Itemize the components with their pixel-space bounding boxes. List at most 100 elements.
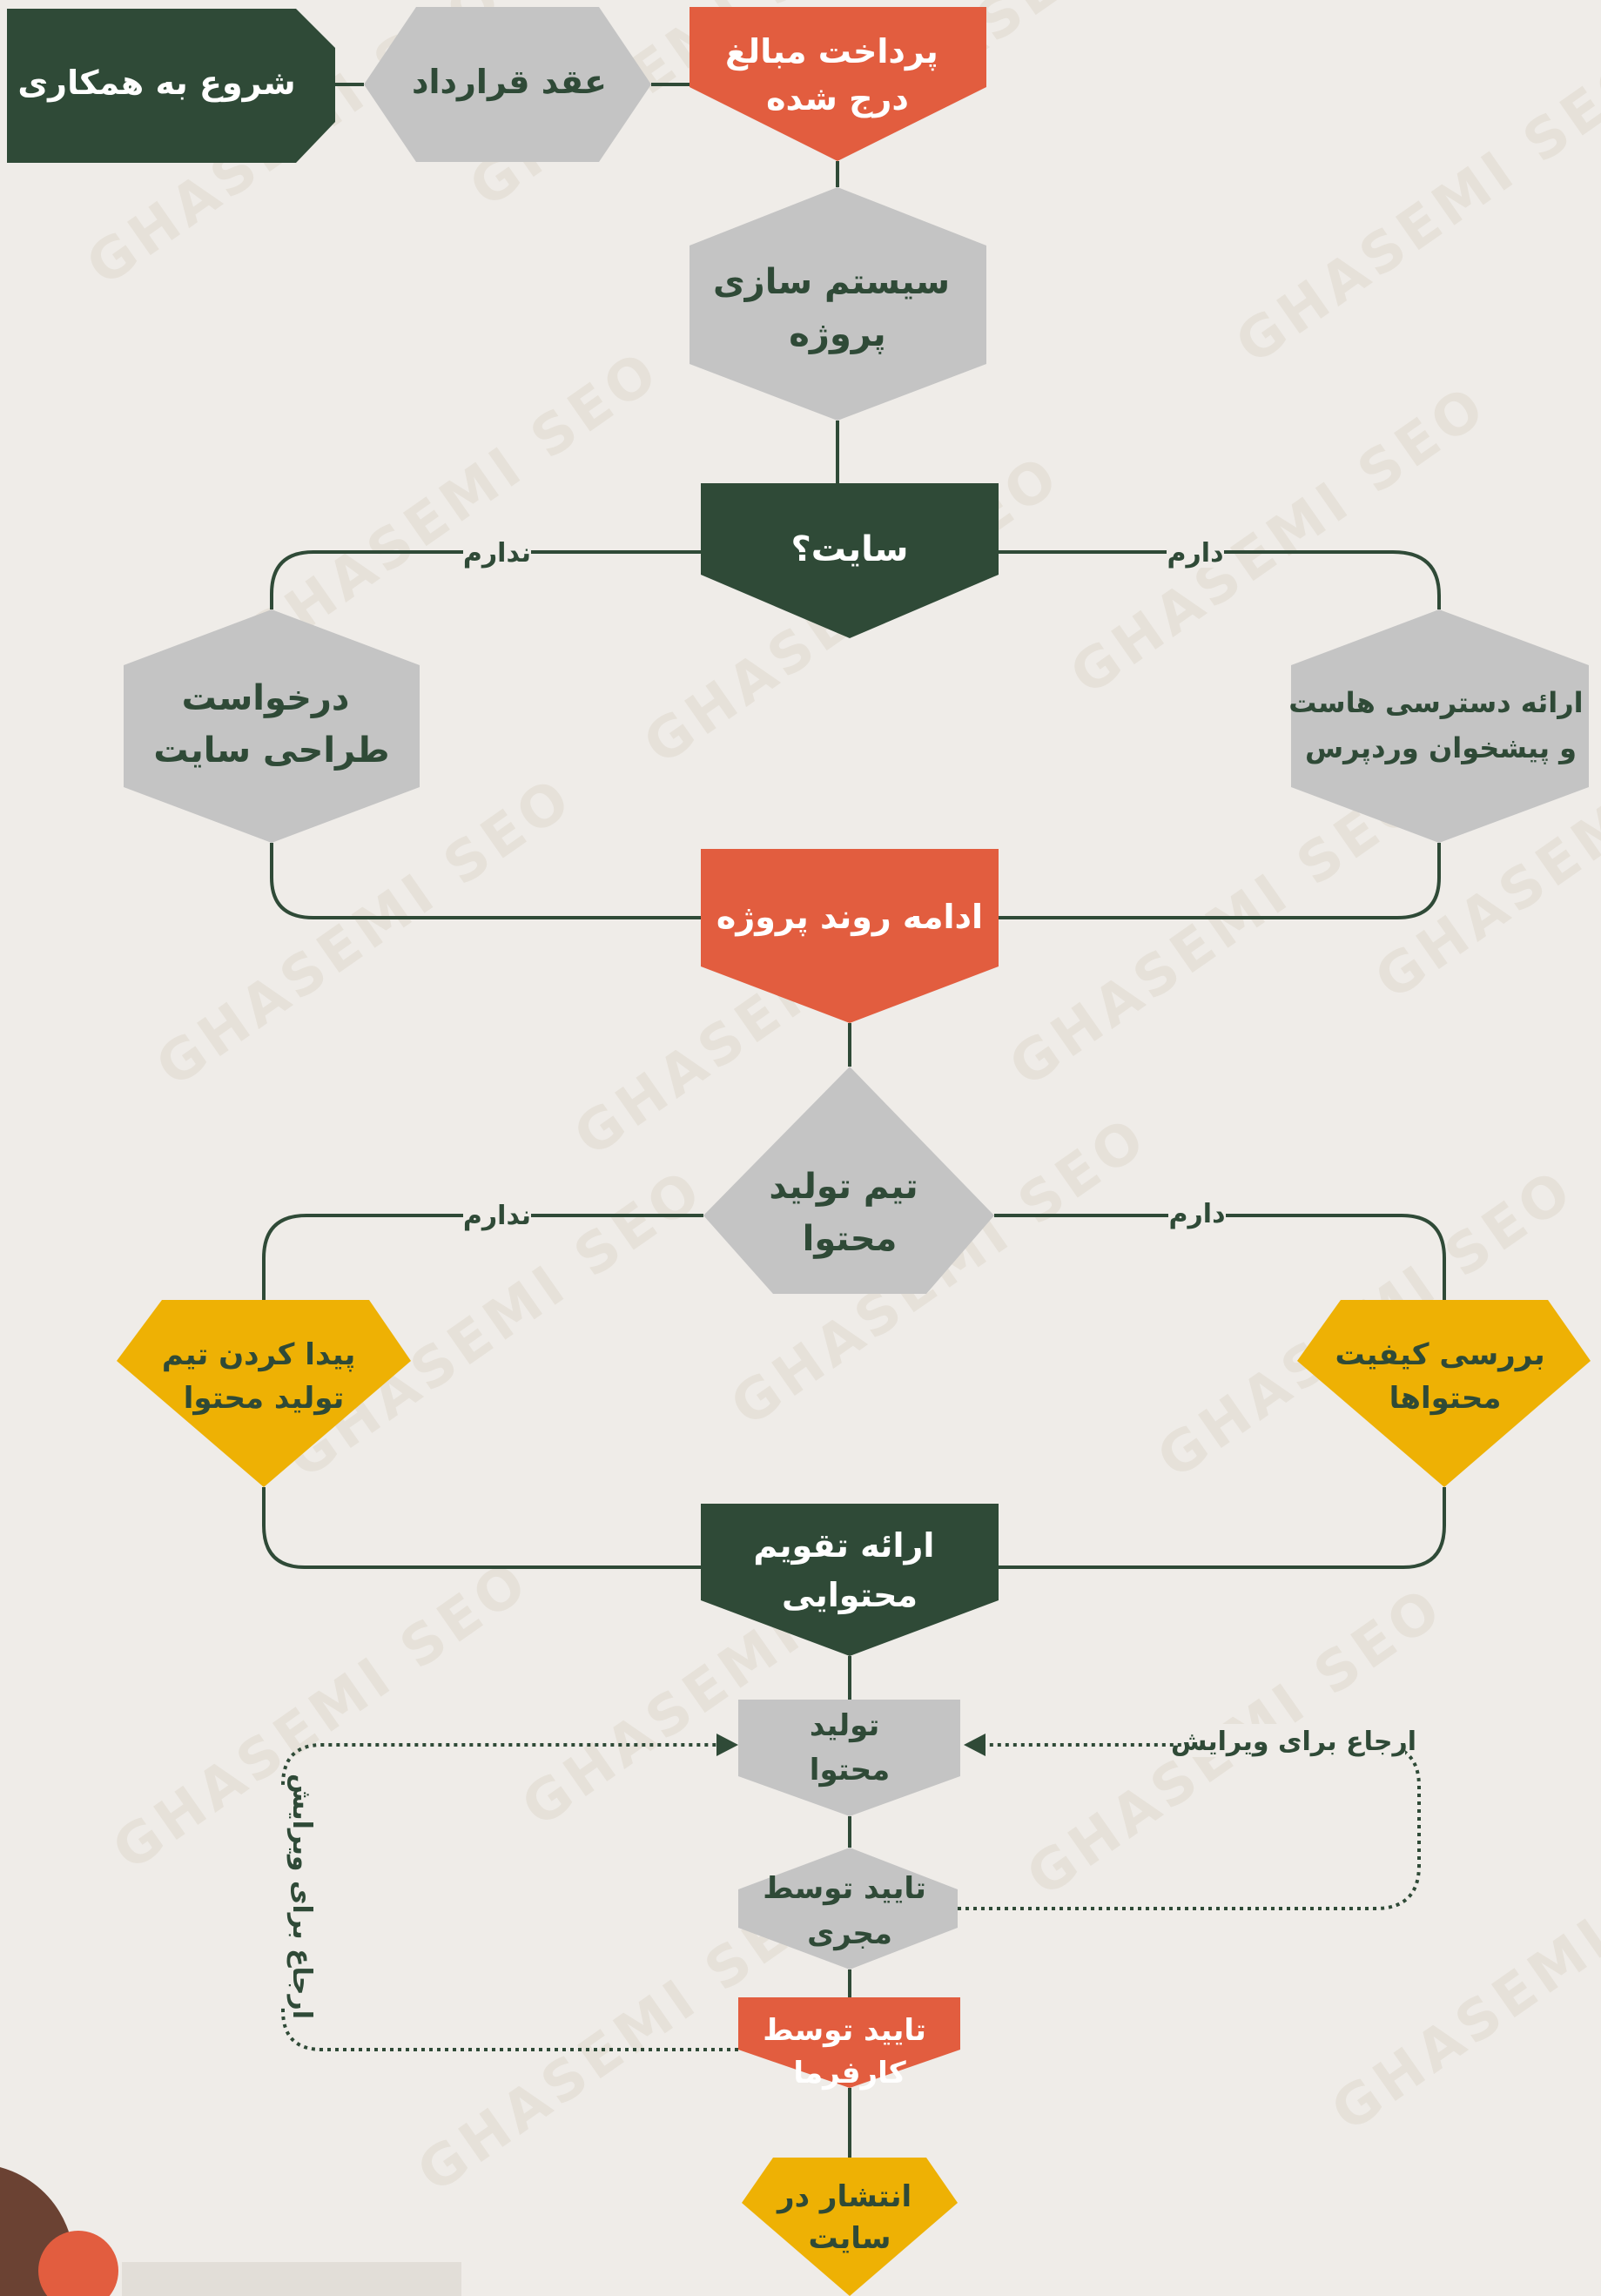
systemize-node-shape	[690, 187, 986, 421]
produce-content-node: تولید محتوا	[738, 1700, 960, 1816]
client-approval-node-line-1: تایید توسط	[763, 2013, 926, 2048]
quality-check-node-line-1: بررسی کیفیت	[1335, 1337, 1545, 1372]
request-design-node-line-2: طراحی سایت	[153, 731, 389, 771]
produce-content-node-shape	[738, 1700, 960, 1816]
edge-label-bg-return-right	[1182, 1724, 1405, 1757]
watermark-text: GHASEMI SEO	[1321, 1809, 1601, 2145]
edge-design-continue	[270, 843, 701, 919]
edge-team-yes	[994, 1214, 1446, 1300]
site-question-node-label: سایت؟	[791, 529, 909, 569]
start-node: شروع به همکاری	[7, 9, 335, 163]
payment-node-line-1: پرداخت مبالغ	[725, 32, 938, 71]
publish-node-line-1: انتشار در	[776, 2179, 911, 2214]
payment-node-line-2: درج شده	[766, 79, 909, 118]
edge-label-bg-site-yes	[1167, 536, 1224, 568]
edge-team-no	[262, 1214, 703, 1300]
request-design-node: درخواست طراحی سایت	[124, 609, 420, 843]
executor-approval-node-line-1: تایید توسط	[763, 1871, 926, 1906]
edge-return-left	[281, 1743, 738, 2051]
edge-label-bg-team-no	[463, 1200, 531, 1231]
site-question-node-shape	[701, 483, 999, 638]
payment-node-label: پرداخت مبالغ درج شده	[725, 32, 950, 118]
arrowhead-right-return	[964, 1734, 985, 1756]
watermark-text: GHASEMI SEO	[1225, 42, 1601, 377]
edge-site-no	[270, 550, 701, 609]
request-design-node-shape	[124, 609, 420, 843]
publish-node: انتشار در سایت	[742, 2158, 958, 2296]
edge-label-team-yes: دارم	[1169, 1199, 1226, 1229]
content-team-question-node-shape	[703, 1067, 994, 1294]
executor-approval-node-label: تایید توسط مجری	[763, 1871, 936, 1951]
edge-label-bg-return-left	[266, 1785, 299, 2008]
provide-access-node-shape	[1291, 609, 1589, 843]
edge-label-team-no: ندارم	[463, 1201, 531, 1231]
quality-check-node: بررسی کیفیت محتواها	[1297, 1300, 1591, 1487]
systemize-node-line-2: پروژه	[789, 314, 885, 354]
continue-project-node: ادامه روند پروژه	[701, 849, 999, 1023]
start-node-label: شروع به همکاری	[17, 64, 295, 103]
find-team-node-line-2: تولید محتوا	[184, 1381, 345, 1416]
provide-access-node: ارائه دسترسی هاست و پیشخوان وردپرس	[1288, 609, 1592, 843]
produce-content-node-label: تولید محتوا	[810, 1708, 890, 1788]
publish-node-label: انتشار در سایت	[776, 2179, 922, 2256]
continue-project-node-shape	[701, 849, 999, 1023]
corner-decoration-dot	[38, 2231, 118, 2296]
provide-access-node-label: ارائه دسترسی هاست و پیشخوان وردپرس	[1288, 686, 1592, 764]
content-calendar-node-line-2: محتوایی	[782, 1576, 918, 1614]
find-team-node: پیدا کردن تیم تولید محتوا	[117, 1300, 411, 1487]
edge-label-bg-team-yes	[1168, 1198, 1226, 1229]
quality-check-node-label: بررسی کیفیت محتواها	[1335, 1337, 1556, 1416]
client-approval-node: تایید توسط کارفرما	[738, 1997, 960, 2091]
provide-access-node-line-2: و پیشخوان وردپرس	[1305, 731, 1577, 764]
find-team-node-line-1: پیدا کردن تیم	[162, 1337, 355, 1372]
content-calendar-node-label: ارائه تقویم محتوایی	[753, 1526, 945, 1614]
quality-check-node-line-2: محتواها	[1389, 1381, 1502, 1416]
find-team-node-label: پیدا کردن تیم تولید محتوا	[162, 1337, 366, 1416]
edge-label-bg-site-no	[463, 536, 531, 568]
systemize-node: سیستم سازی پروژه	[690, 187, 986, 421]
request-design-node-label: درخواست طراحی سایت	[153, 678, 389, 771]
produce-content-node-line-2: محتوا	[810, 1753, 890, 1788]
systemize-node-label: سیستم سازی پروژه	[713, 262, 962, 354]
footer-strip	[122, 2262, 461, 2296]
edge-label-site-yes: دارم	[1167, 538, 1224, 569]
content-team-question-node-line-1: تیم تولید	[769, 1167, 918, 1207]
content-team-question-node: تیم تولید محتوا	[703, 1067, 994, 1294]
executor-approval-node-line-2: مجری	[807, 1916, 892, 1951]
provide-access-node-line-1: ارائه دسترسی هاست	[1288, 686, 1583, 719]
content-team-question-node-line-2: محتوا	[803, 1219, 898, 1259]
content-calendar-node-shape	[701, 1504, 999, 1656]
quality-check-node-shape	[1297, 1300, 1591, 1487]
connectors	[262, 83, 1446, 2158]
edge-label-return-left: ارجاع برای ویرایش	[286, 1774, 317, 2019]
site-question-node: سایت؟	[701, 483, 999, 638]
produce-content-node-line-1: تولید	[810, 1708, 879, 1743]
content-team-question-node-label: تیم تولید محتوا	[769, 1167, 930, 1259]
payment-node-shape	[690, 7, 986, 161]
executor-approval-node-shape	[738, 1848, 958, 1969]
find-team-node-shape	[117, 1300, 411, 1487]
contract-node-label: عقد قرارداد	[412, 63, 607, 101]
client-approval-node-label: تایید توسط کارفرما	[763, 2013, 936, 2091]
start-node-shape	[7, 9, 335, 163]
client-approval-node-line-2: کارفرما	[793, 2056, 906, 2091]
edge-find-calendar	[262, 1487, 701, 1569]
edge-quality-calendar	[999, 1487, 1446, 1569]
edge-access-continue	[999, 843, 1441, 919]
arrowhead-left-return	[716, 1734, 738, 1756]
contract-node-shape	[364, 7, 651, 162]
publish-node-shape	[742, 2158, 958, 2296]
content-calendar-node: ارائه تقویم محتوایی	[701, 1504, 999, 1656]
executor-approval-node: تایید توسط مجری	[738, 1848, 958, 1969]
edge-site-yes	[999, 550, 1441, 609]
watermark-text: GHASEMI SEO	[102, 1548, 542, 1883]
request-design-node-line-1: درخواست	[182, 678, 350, 718]
edge-return-right	[958, 1743, 1421, 1910]
continue-project-node-label: ادامه روند پروژه	[716, 898, 983, 937]
content-calendar-node-line-1: ارائه تقویم	[753, 1526, 934, 1565]
contract-node: عقد قرارداد	[364, 7, 651, 162]
payment-node: پرداخت مبالغ درج شده	[690, 7, 986, 161]
edge-label-return-right: ارجاع برای ویرایش	[1171, 1727, 1416, 1757]
